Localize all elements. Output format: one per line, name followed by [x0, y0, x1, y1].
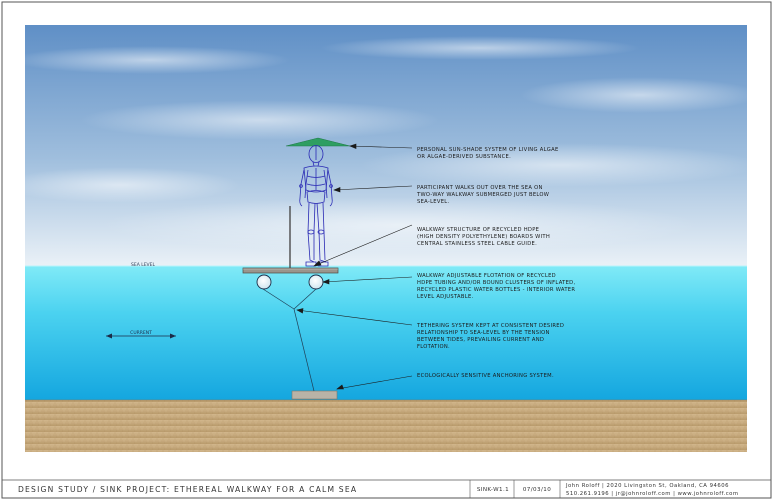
sea — [25, 266, 747, 400]
anchor-block — [291, 390, 338, 400]
participant-figure — [299, 145, 333, 267]
clouds — [0, 36, 760, 253]
contact-info: John Roloff | 2020 Livingston St, Oaklan… — [566, 480, 770, 500]
current-arrow — [106, 333, 176, 339]
callout-tethering-line: TETHERING SYSTEM KEPT AT CONSISTENT DESI… — [416, 323, 564, 329]
callout-participant-line: PARTICIPANT WALKS OUT OVER THE SEA ON — [417, 185, 543, 191]
callout-participant-line: SEA-LEVEL. — [417, 199, 449, 205]
callout-anchoring-line: ECOLOGICALLY SENSITIVE ANCHORING SYSTEM. — [417, 373, 554, 379]
seabed — [25, 400, 747, 452]
callout-structure-line: CENTRAL STAINLESS STEEL CABLE GUIDE. — [417, 241, 537, 247]
callout-tethering: TETHERING SYSTEM KEPT AT CONSISTENT DESI… — [416, 323, 564, 350]
contact-line-1: John Roloff | 2020 Livingston St, Oaklan… — [566, 483, 729, 489]
drawing-date: 07/03/10 — [522, 487, 552, 493]
callout-flotation: WALKWAY ADJUSTABLE FLOTATION OF RECYCLED… — [417, 273, 575, 300]
callout-flotation-line: LEVEL ADJUSTABLE. — [417, 294, 474, 300]
current-label: CURRENT — [130, 330, 152, 336]
tether-cables — [262, 288, 317, 392]
callout-flotation-line: WALKWAY ADJUSTABLE FLOTATION OF RECYCLED — [417, 273, 556, 279]
callouts: PERSONAL SUN-SHADE SYSTEM OF LIVING ALGA… — [416, 147, 575, 379]
callout-sunshade-line: OR ALGAE-DERIVED SUBSTANCE. — [417, 154, 511, 160]
callout-sunshade: PERSONAL SUN-SHADE SYSTEM OF LIVING ALGA… — [417, 147, 559, 160]
leader-lines — [296, 143, 413, 390]
contact-line-2: 510.261.9196 | jr@johnroloff.com | www.j… — [566, 491, 739, 497]
callout-tethering-line: RELATIONSHIP TO SEA-LEVEL BY THE TENSION — [417, 330, 550, 336]
callout-structure: WALKWAY STRUCTURE OF RECYCLED HDPE(HIGH … — [417, 227, 550, 247]
callout-tethering-line: BETWEEN TIDES, PREVAILING CURRENT AND — [417, 337, 544, 343]
drawing-title: DESIGN STUDY / SINK PROJECT: ETHEREAL WA… — [18, 485, 358, 494]
callout-sunshade-line: PERSONAL SUN-SHADE SYSTEM OF LIVING ALGA… — [417, 147, 559, 153]
sheet-number: SINK-W1.1 — [476, 487, 510, 493]
callout-participant: PARTICIPANT WALKS OUT OVER THE SEA ONTWO… — [416, 185, 549, 205]
sea-level-label: SEA LEVEL — [131, 262, 155, 268]
flotation-floats — [256, 274, 324, 290]
callout-flotation-line: HDPE TUBING AND/OR BOUND CLUSTERS OF INF… — [417, 280, 575, 286]
callout-flotation-line: RECYCLED PLASTIC WATER BOTTLES - INTERIO… — [417, 287, 575, 293]
callout-structure-line: (HIGH DENSITY POLYETHYLENE) BOARDS WITH — [417, 234, 550, 240]
callout-anchoring: ECOLOGICALLY SENSITIVE ANCHORING SYSTEM. — [417, 373, 554, 379]
callout-structure-line: WALKWAY STRUCTURE OF RECYCLED HDPE — [417, 227, 539, 233]
callout-participant-line: TWO-WAY WALKWAY SUBMERGED JUST BELOW — [416, 192, 549, 198]
callout-tethering-line: FLOTATION. — [417, 344, 450, 350]
title-block: DESIGN STUDY / SINK PROJECT: ETHEREAL WA… — [0, 480, 773, 500]
